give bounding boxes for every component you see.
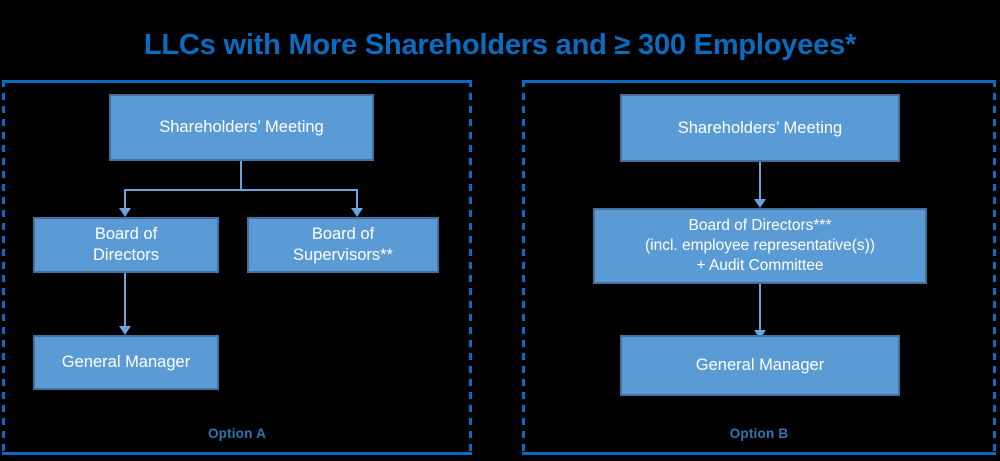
panel-border-right [469, 80, 472, 455]
node-label: General Manager [61, 353, 191, 371]
arrowhead-to-board-of-directors [754, 199, 766, 208]
arrowhead-to-board-directors [119, 208, 131, 217]
connector-board-to-manager [759, 284, 761, 335]
node-label-line2: (incl. employee representative(s)) [644, 237, 875, 254]
node-label-line2: Directors [92, 246, 159, 264]
connector-shareholders-to-board [759, 162, 761, 202]
node-general-manager[interactable]: General Manager [620, 335, 900, 396]
panel-border-top [2, 80, 472, 83]
page-title: LLCs with More Shareholders and ≥ 300 Em… [143, 29, 857, 61]
node-shareholders-meeting[interactable]: Shareholders’ Meeting [620, 94, 900, 162]
node-general-manager[interactable]: General Manager [33, 335, 219, 390]
node-label-line1: Board of [94, 225, 158, 243]
node-label: Shareholders’ Meeting [159, 118, 324, 136]
arrowhead-to-board-supervisors [351, 208, 363, 217]
panel-border-bottom [522, 452, 996, 455]
connector-stem-shareholders [240, 161, 242, 190]
node-label-line1: Board of [311, 225, 375, 243]
option-a-label: Option A [207, 426, 267, 441]
option-b-label: Option B [729, 426, 789, 441]
node-label: General Manager [695, 356, 825, 374]
panel-border-right [993, 80, 996, 455]
connector-bar-shareholders [124, 189, 358, 191]
node-board-of-directors[interactable]: Board of Directors*** (incl. employee re… [593, 208, 927, 284]
node-board-of-directors[interactable]: Board of Directors [33, 217, 219, 273]
connector-branch-right [356, 189, 358, 211]
panel-border-top [522, 80, 996, 83]
panel-border-left [522, 80, 525, 455]
node-label-line2: Supervisors** [293, 246, 393, 264]
connector-directors-to-manager [124, 273, 126, 329]
panel-border-left [2, 80, 5, 455]
option-a-panel: Shareholders’ Meeting Board of Directors… [2, 80, 472, 455]
connector-branch-left [124, 189, 126, 211]
arrowhead-to-general-manager [754, 330, 766, 339]
node-board-of-supervisors[interactable]: Board of Supervisors** [247, 217, 439, 273]
node-label-line3: + Audit Committee [696, 257, 824, 274]
arrowhead-to-general-manager [119, 326, 131, 335]
panel-border-bottom [2, 452, 472, 455]
node-shareholders-meeting[interactable]: Shareholders’ Meeting [109, 94, 374, 161]
node-label-line1: Board of Directors*** [688, 217, 832, 234]
node-label: Shareholders’ Meeting [677, 118, 843, 137]
option-b-panel: Shareholders’ Meeting Board of Directors… [522, 80, 996, 455]
